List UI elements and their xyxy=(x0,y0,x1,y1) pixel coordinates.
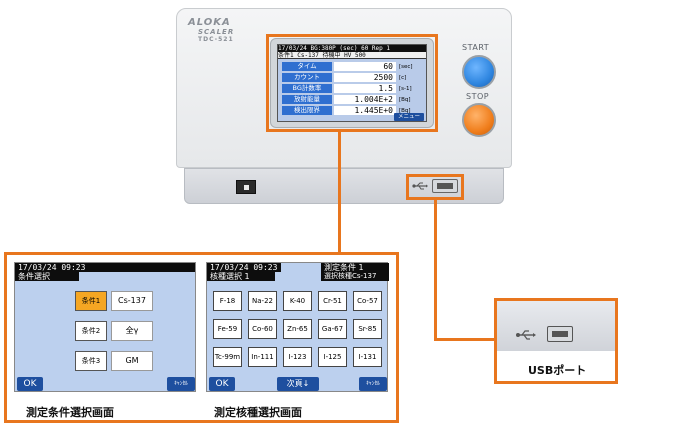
nuclide-datetime: 17/03/24 09:23 xyxy=(207,263,281,272)
condition-3-button[interactable]: 条件3 xyxy=(75,351,107,371)
lcd-value-activity: 1.004E+2 xyxy=(334,95,396,104)
lcd-label-activity: 放射能量 xyxy=(282,95,332,104)
nuclide-screen-caption: 測定核種選択画面 xyxy=(214,406,302,419)
lcd-unit-detection-limit: [Bq] xyxy=(399,107,411,114)
lcd-value-count: 2500 xyxy=(334,73,396,82)
condition-2-button[interactable]: 条件2 xyxy=(75,321,107,341)
lcd-label-time: タイム xyxy=(282,62,332,71)
lcd-label-bg-rate: BG計数率 xyxy=(282,84,332,93)
lcd-unit-bg-rate: [s-1] xyxy=(399,85,412,92)
start-label: START xyxy=(462,43,490,52)
nuclide-button[interactable]: F-18 xyxy=(213,291,242,311)
lcd-label-detection-limit: 検出限界 xyxy=(282,106,332,115)
nuclide-button[interactable]: Ga-67 xyxy=(318,319,347,339)
lcd-label-count: カウント xyxy=(282,73,332,82)
nuclide-button[interactable]: Zn-65 xyxy=(283,319,312,339)
usb-zoom-port xyxy=(547,326,573,342)
nuclide-measure-condition: 測定条件 1 xyxy=(321,263,389,272)
main-screen-highlight xyxy=(266,34,438,132)
condition-datetime: 17/03/24 09:23 xyxy=(15,263,195,272)
lcd-value-time: 60 xyxy=(334,62,396,71)
condition-1-value: Cs-137 xyxy=(111,291,153,311)
usb-port-highlight xyxy=(406,174,464,200)
lcd-value-detection-limit: 1.445E+0 xyxy=(334,106,396,115)
connector-usb-horizontal xyxy=(434,338,496,341)
nuclide-button[interactable]: I-123 xyxy=(283,347,312,367)
lcd-row-bg-rate: BG計数率 1.5 [s-1] xyxy=(278,83,426,94)
nuclide-ok-button[interactable]: OK xyxy=(209,377,235,391)
model-name: SCALER xyxy=(198,28,235,36)
lcd-status-line-1: 17/03/24 BG:380P (sec) 60 Rep 1 xyxy=(278,45,426,52)
nuclide-button[interactable]: In-111 xyxy=(248,347,277,367)
lcd-row-activity: 放射能量 1.004E+2 [Bq] xyxy=(278,94,426,105)
main-lcd-screen: 17/03/24 BG:380P (sec) 60 Rep 1 条件1 Cs-1… xyxy=(277,44,427,122)
nuclide-button[interactable]: I-125 xyxy=(318,347,347,367)
lcd-row-time: タイム 60 [sec] xyxy=(278,61,426,72)
nuclide-button[interactable]: I-131 xyxy=(353,347,382,367)
lcd-value-bg-rate: 1.5 xyxy=(334,84,396,93)
lcd-unit-time: [sec] xyxy=(399,63,413,70)
condition-screen-caption: 測定条件選択画面 xyxy=(26,406,114,419)
nuclide-button[interactable]: K-40 xyxy=(283,291,312,311)
lcd-status-line-2: 条件1 Cs-137 待機中 HV 500 xyxy=(278,52,426,59)
brand-logo: ALOKA xyxy=(188,17,231,28)
condition-3-value: GM xyxy=(111,351,153,371)
condition-2-value: 全γ xyxy=(111,321,153,341)
power-switch-icon[interactable] xyxy=(236,180,256,194)
condition-select-screen: 17/03/24 09:23 条件選択 条件1 Cs-137 条件2 全γ 条件… xyxy=(14,262,196,392)
lcd-row-count: カウント 2500 [c] xyxy=(278,72,426,83)
nuclide-cancel-button[interactable]: ｷｬﾝｾﾙ xyxy=(359,377,387,391)
screens-callout-box xyxy=(4,252,399,423)
start-button[interactable] xyxy=(462,55,496,89)
nuclide-title: 核種選択 1 xyxy=(207,272,275,281)
condition-ok-button[interactable]: OK xyxy=(17,377,43,391)
condition-cancel-button[interactable]: ｷｬﾝｾﾙ xyxy=(167,377,195,391)
condition-1-button[interactable]: 条件1 xyxy=(75,291,107,311)
nuclide-selected: 選択核種Cs-137 xyxy=(321,272,389,281)
lcd-unit-activity: [Bq] xyxy=(399,96,411,103)
model-number: TDC-521 xyxy=(198,36,234,43)
stop-label: STOP xyxy=(466,92,490,101)
nuclide-button[interactable]: Tc-99m xyxy=(213,347,242,367)
nuclide-button[interactable]: Fe-59 xyxy=(213,319,242,339)
stop-button[interactable] xyxy=(462,103,496,137)
nuclide-button[interactable]: Co-57 xyxy=(353,291,382,311)
usb-port-caption: USBポート xyxy=(528,364,587,377)
usb-port[interactable] xyxy=(432,179,458,193)
nuclide-select-screen: 17/03/24 09:23 核種選択 1 測定条件 1 選択核種Cs-137 … xyxy=(206,262,389,392)
connector-usb-vertical xyxy=(434,200,437,340)
lcd-unit-count: [c] xyxy=(399,74,407,81)
lcd-row-detection-limit: 検出限界 1.445E+0 [Bq] xyxy=(278,105,426,116)
usb-zoom-icon xyxy=(516,330,536,340)
nuclide-button[interactable]: Sr-85 xyxy=(353,319,382,339)
usb-callout-box xyxy=(494,298,618,384)
nuclide-next-page-button[interactable]: 次頁↓ xyxy=(277,377,319,391)
nuclide-button[interactable]: Na-22 xyxy=(248,291,277,311)
usb-icon xyxy=(412,182,428,190)
condition-title: 条件選択 xyxy=(15,272,79,281)
nuclide-button[interactable]: Cr-51 xyxy=(318,291,347,311)
nuclide-button[interactable]: Co-60 xyxy=(248,319,277,339)
connector-screen-line xyxy=(338,132,341,252)
menu-button[interactable]: メニュー xyxy=(394,113,424,121)
